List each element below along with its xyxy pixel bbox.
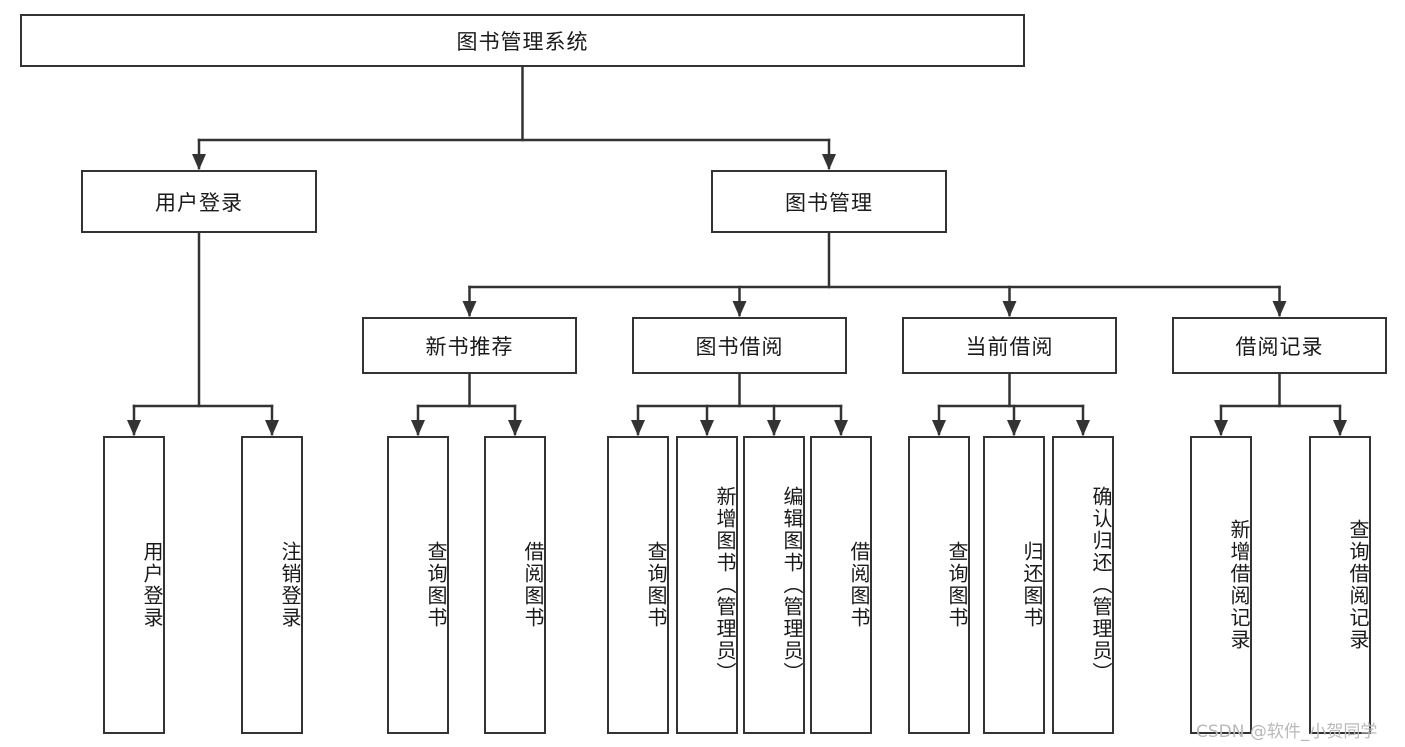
connector-arrowhead [462, 301, 477, 317]
node-book-borrow[interactable]: 图书借阅 [632, 317, 847, 374]
node-label: 新书推荐 [425, 334, 514, 359]
node-new-book-rec[interactable]: 新书推荐 [362, 317, 577, 374]
node-label: 归还图书 [1020, 541, 1044, 629]
node-leaf-confirm-ret[interactable]: 确认归还（管理员） [1052, 436, 1114, 734]
watermark: CSDN @软件_小贺同学 [1196, 722, 1378, 742]
connector-arrowhead [834, 420, 848, 436]
node-label: 用户登录 [155, 190, 243, 215]
node-current-borrow[interactable]: 当前借阅 [902, 317, 1117, 374]
node-leaf-query-book-2[interactable]: 查询图书 [607, 436, 669, 734]
node-leaf-user-login[interactable]: 用户登录 [103, 436, 165, 734]
node-label: 借阅记录 [1235, 334, 1324, 359]
connector-arrowhead [411, 420, 425, 436]
connector-arrowhead [1272, 301, 1287, 317]
node-label: 借阅图书 [847, 541, 871, 629]
node-book-manage[interactable]: 图书管理 [711, 170, 947, 233]
node-root[interactable]: 图书管理系统 [20, 14, 1025, 67]
connector-arrowhead [265, 420, 279, 436]
node-label: 图书管理 [785, 190, 873, 215]
connector-arrowhead [767, 420, 781, 436]
connector-arrowhead [127, 420, 141, 436]
node-borrow-record[interactable]: 借阅记录 [1172, 317, 1387, 374]
node-label: 确认归还（管理员） [1089, 486, 1113, 684]
node-leaf-query-book-1[interactable]: 查询图书 [387, 436, 449, 734]
node-label: 图书借阅 [695, 334, 784, 359]
node-leaf-return-book[interactable]: 归还图书 [983, 436, 1045, 734]
connector-arrowhead [192, 154, 206, 170]
node-label: 查询借阅记录 [1346, 519, 1370, 651]
node-label: 查询图书 [945, 541, 969, 629]
node-label: 注销登录 [278, 541, 302, 629]
connector-arrowhead [508, 420, 522, 436]
node-leaf-user-logout[interactable]: 注销登录 [241, 436, 303, 734]
node-leaf-add-record[interactable]: 新增借阅记录 [1190, 436, 1252, 734]
connector-arrowhead [932, 420, 946, 436]
node-leaf-query-record[interactable]: 查询借阅记录 [1309, 436, 1371, 734]
node-label: 新增图书（管理员） [713, 486, 737, 684]
node-leaf-borrow-book-1[interactable]: 借阅图书 [484, 436, 546, 734]
node-label: 编辑图书（管理员） [780, 486, 804, 684]
node-label: 借阅图书 [521, 541, 545, 629]
connector-arrowhead [1333, 420, 1347, 436]
node-leaf-query-book-3[interactable]: 查询图书 [908, 436, 970, 734]
connector-arrowhead [732, 301, 747, 317]
connector-arrowhead [700, 420, 714, 436]
node-label: 当前借阅 [965, 334, 1054, 359]
node-leaf-edit-book[interactable]: 编辑图书（管理员） [743, 436, 805, 734]
node-leaf-borrow-book-2[interactable]: 借阅图书 [810, 436, 872, 734]
connector-arrowhead [822, 154, 836, 170]
connector-arrowhead [1076, 420, 1090, 436]
node-label: 查询图书 [644, 541, 668, 629]
connector-arrowhead [1007, 420, 1021, 436]
connector-arrowhead [1214, 420, 1228, 436]
node-label: 查询图书 [424, 541, 448, 629]
node-label: 用户登录 [140, 541, 164, 629]
node-label: 图书管理系统 [456, 29, 589, 54]
connector-arrowhead [1002, 301, 1017, 317]
node-leaf-add-book[interactable]: 新增图书（管理员） [676, 436, 738, 734]
connector-arrowhead [631, 420, 645, 436]
node-label: 新增借阅记录 [1227, 519, 1251, 651]
node-user-login[interactable]: 用户登录 [81, 170, 317, 233]
